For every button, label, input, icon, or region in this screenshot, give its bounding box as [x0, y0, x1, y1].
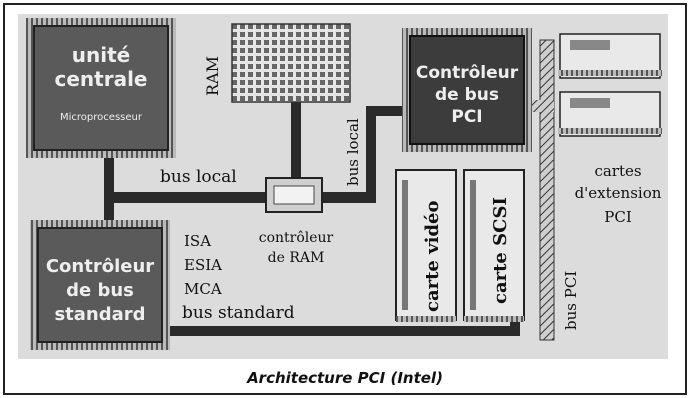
- bus-local-horizontal: [108, 192, 268, 203]
- bus-local-top: [366, 106, 414, 116]
- diagram-caption: Architecture PCI (Intel): [246, 369, 443, 387]
- bus-pci-label: bus PCI: [562, 271, 580, 330]
- cpu-sub: Microprocesseur: [60, 112, 143, 123]
- bus-local-to-pci: [320, 192, 374, 203]
- ram-controller: contrôleur de RAM: [259, 177, 334, 266]
- std-ctrl-line3: standard: [54, 304, 145, 325]
- bus-pci-vertical: [539, 39, 555, 341]
- std-bus-type-mca: MCA: [184, 280, 222, 298]
- pci-extension-card-2: [558, 91, 662, 137]
- ram-ctrl-line1: contrôleur: [259, 230, 334, 246]
- cpu-line2: centrale: [55, 67, 148, 91]
- scsi-card: carte SCSI: [463, 169, 525, 322]
- ram-ctrl-line2: de RAM: [268, 250, 325, 266]
- ext-cards-line3: PCI: [604, 208, 632, 226]
- bus-local-vertical: [366, 110, 376, 203]
- pci-ctrl-line3: PCI: [451, 107, 482, 127]
- std-bus-type-esia: ESIA: [184, 256, 222, 274]
- video-card-label: carte vidéo: [422, 201, 443, 312]
- bus-standard: [160, 326, 520, 336]
- pci-controller-chip: Contrôleur de bus PCI: [402, 28, 532, 152]
- ext-cards-line1: cartes: [594, 162, 641, 180]
- std-ctrl-line1: Contrôleur: [46, 256, 154, 277]
- pci-extension-card-1: [558, 33, 662, 79]
- cpu-chip: unité centrale Microprocesseur: [26, 18, 176, 158]
- video-card: carte vidéo: [395, 169, 457, 322]
- cpu-line1: unité: [72, 43, 130, 67]
- scsi-card-label: carte SCSI: [490, 197, 511, 304]
- bus-local-v-label: bus local: [344, 118, 362, 186]
- bus-cpu-to-std: [104, 150, 114, 230]
- std-controller-chip: Contrôleur de bus standard: [30, 220, 170, 350]
- pci-ctrl-line1: Contrôleur: [416, 63, 519, 83]
- ext-cards-line2: d'extension: [575, 184, 662, 202]
- bus-ram-down: [291, 98, 301, 184]
- bus-standard-end: [510, 316, 520, 336]
- ram-block: RAM: [203, 23, 351, 103]
- pci-ctrl-line2: de bus: [435, 85, 499, 105]
- bus-local-h-label: bus local: [160, 167, 237, 187]
- bus-standard-label: bus standard: [182, 303, 295, 323]
- std-bus-type-isa: ISA: [184, 232, 211, 250]
- std-ctrl-line2: de bus: [66, 280, 134, 301]
- ram-label: RAM: [203, 56, 222, 96]
